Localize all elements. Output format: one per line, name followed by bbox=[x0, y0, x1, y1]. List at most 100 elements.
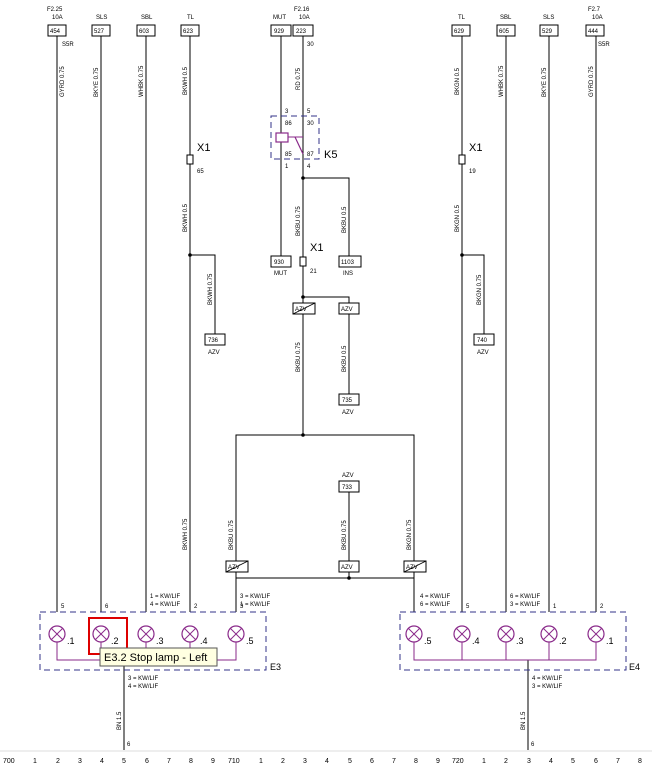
svg-text:INS: INS bbox=[343, 271, 353, 277]
group-outline bbox=[39, 611, 267, 671]
connector-label: 223 bbox=[296, 29, 307, 35]
svg-text:7: 7 bbox=[392, 758, 396, 765]
svg-text:.5: .5 bbox=[424, 636, 432, 646]
wire-branch[interactable] bbox=[303, 296, 350, 394]
svg-text:8: 8 bbox=[414, 758, 418, 765]
connector-box[interactable] bbox=[451, 24, 471, 37]
section-label: 720 bbox=[452, 758, 464, 765]
connector-title: TL bbox=[187, 15, 195, 21]
connector-box[interactable] bbox=[338, 393, 360, 406]
relay-name: K5 bbox=[324, 149, 337, 161]
connector-box[interactable] bbox=[270, 255, 292, 268]
connector-title: SLS bbox=[543, 15, 554, 21]
lamp-e3-2[interactable]: .2 bbox=[92, 625, 119, 646]
wire-bus[interactable] bbox=[235, 434, 415, 612]
wire-branch[interactable] bbox=[303, 177, 350, 257]
connector-box[interactable] bbox=[338, 255, 362, 268]
svg-text:6: 6 bbox=[127, 742, 131, 748]
wire-branch[interactable] bbox=[462, 254, 485, 334]
connector-box[interactable] bbox=[585, 24, 605, 37]
x1-label: X1 bbox=[310, 242, 323, 254]
svg-text:AZV: AZV bbox=[208, 350, 220, 356]
connector-title: SBL bbox=[141, 15, 153, 21]
svg-text:2: 2 bbox=[194, 604, 198, 610]
svg-text:.4: .4 bbox=[472, 636, 480, 646]
connector-box[interactable] bbox=[473, 333, 495, 346]
wire-label: WHBK 0.75 bbox=[499, 65, 505, 97]
x1-connectors: X1 65 X1 21 X1 19 bbox=[186, 142, 482, 275]
svg-text:6: 6 bbox=[105, 604, 109, 610]
svg-text:7: 7 bbox=[167, 758, 171, 765]
lamp-e4-1[interactable]: .1 bbox=[587, 625, 614, 646]
svg-text:AZV: AZV bbox=[342, 473, 354, 479]
relay-k5[interactable]: 3 86 5 30 85 87 1 4 K5 bbox=[270, 109, 337, 170]
svg-text:30: 30 bbox=[307, 121, 314, 127]
svg-text:3 = KW/LIF: 3 = KW/LIF bbox=[128, 676, 159, 682]
section-label: 710 bbox=[228, 758, 240, 765]
svg-text:6: 6 bbox=[370, 758, 374, 765]
x1-plug[interactable] bbox=[186, 154, 194, 165]
wire-label: BKGN 0.5 bbox=[455, 67, 461, 95]
svg-text:2: 2 bbox=[504, 758, 508, 765]
svg-text:3: 3 bbox=[78, 758, 82, 765]
svg-text:3: 3 bbox=[240, 604, 244, 610]
connector-label: 629 bbox=[454, 29, 465, 35]
svg-text:2: 2 bbox=[56, 758, 60, 765]
wire-label: GYRD 0.75 bbox=[589, 66, 595, 97]
wire-label: BKBU 0.5 bbox=[342, 206, 348, 233]
wire-label: BN 1.5 bbox=[117, 711, 123, 730]
svg-text:MUT: MUT bbox=[274, 271, 287, 277]
wire-branch[interactable] bbox=[190, 254, 216, 334]
x1-plug[interactable] bbox=[299, 256, 307, 267]
pin-label: 30 bbox=[307, 42, 314, 48]
wire-label: BKYE 0.75 bbox=[542, 67, 548, 97]
svg-text:4 = KW/LIF: 4 = KW/LIF bbox=[420, 594, 451, 600]
connector-box[interactable] bbox=[338, 480, 360, 493]
wire-label: BKGN 0.75 bbox=[407, 519, 413, 550]
svg-text:3 = KW/LIF: 3 = KW/LIF bbox=[510, 602, 541, 608]
lamp-e3-4[interactable]: .4 bbox=[181, 625, 208, 646]
svg-text:6: 6 bbox=[531, 742, 535, 748]
wire-label: BKWH 0.75 bbox=[183, 518, 189, 550]
lamp-e4-3[interactable]: .3 bbox=[497, 625, 524, 646]
svg-text:8: 8 bbox=[189, 758, 193, 765]
svg-text:1 = KW/LIF: 1 = KW/LIF bbox=[240, 602, 271, 608]
group-name: E3 bbox=[270, 662, 281, 672]
fuse-amp: 10A bbox=[592, 15, 603, 21]
connector-label: 605 bbox=[499, 29, 510, 35]
group-name: E4 bbox=[629, 662, 640, 672]
kw-notes: 1 = KW/LIF 4 = KW/LIF 3 = KW/LIF 1 = KW/… bbox=[127, 594, 563, 748]
connector-box[interactable] bbox=[204, 333, 226, 346]
svg-text:5: 5 bbox=[571, 758, 575, 765]
lamp-e4-4[interactable]: .4 bbox=[453, 625, 480, 646]
svg-text:4: 4 bbox=[307, 164, 311, 170]
wire-label: BKBU 0.75 bbox=[296, 206, 302, 236]
wire-label: BKWH 0.5 bbox=[183, 66, 189, 95]
svg-text:AZV: AZV bbox=[341, 307, 353, 313]
connector-label: 929 bbox=[274, 29, 285, 35]
svg-text:3: 3 bbox=[303, 758, 307, 765]
svg-text:.5: .5 bbox=[246, 636, 254, 646]
svg-text:85: 85 bbox=[285, 152, 292, 158]
connector-label: 527 bbox=[94, 29, 105, 35]
lamp-e3-3[interactable]: .3 bbox=[137, 625, 164, 646]
lamp-e3-5[interactable]: .5 bbox=[227, 625, 254, 646]
x1-plug[interactable] bbox=[458, 154, 466, 165]
section-label: 700 bbox=[3, 758, 15, 765]
lamp-return-bus bbox=[413, 642, 597, 661]
footer-ruler: 700 1 2 3 4 5 6 7 8 9 710 1 2 3 4 5 6 7 … bbox=[0, 750, 652, 765]
lamp-e4-5[interactable]: .5 bbox=[405, 625, 432, 646]
svg-text:4: 4 bbox=[549, 758, 553, 765]
connector-label: 623 bbox=[183, 29, 194, 35]
azv-tag[interactable] bbox=[338, 302, 360, 315]
fuse-amp: 10A bbox=[52, 15, 63, 21]
svg-text:AZV: AZV bbox=[341, 565, 353, 571]
svg-text:AZV: AZV bbox=[342, 410, 354, 416]
lamp-e4-2[interactable]: .2 bbox=[540, 625, 567, 646]
svg-text:5: 5 bbox=[466, 604, 470, 610]
lamp-e3-1[interactable]: .1 bbox=[48, 625, 75, 646]
connector-label: 444 bbox=[588, 29, 599, 35]
azv-tag[interactable] bbox=[338, 560, 360, 573]
svg-text:4: 4 bbox=[100, 758, 104, 765]
svg-text:1: 1 bbox=[285, 164, 289, 170]
